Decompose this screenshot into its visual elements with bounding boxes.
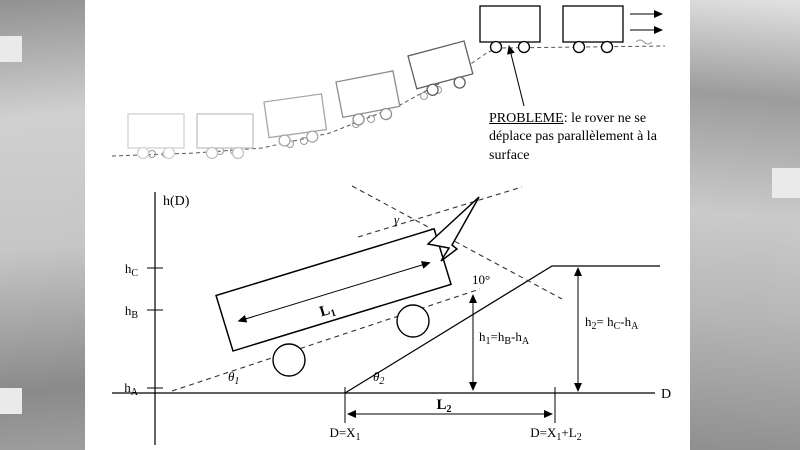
- terrain-sketch: [111, 5, 666, 160]
- L1-label: L1: [318, 301, 338, 323]
- h1-label: h1=hB-hA: [479, 329, 530, 347]
- rover-sketch-2: [196, 113, 254, 160]
- rover-wheel-front: [396, 304, 430, 338]
- direction-marker: [426, 196, 480, 262]
- x-axis-label: D: [661, 387, 671, 402]
- rover-sketch-5: [407, 40, 474, 96]
- rover-sketch-6: [479, 5, 541, 54]
- tick-label-hB: hB: [125, 303, 139, 321]
- rover-sketch-3: [263, 93, 328, 147]
- h2-label: h2= hC-hA: [585, 314, 639, 332]
- theta2-label: θ2: [373, 369, 384, 387]
- rover-sketch-4: [335, 70, 401, 126]
- ground-squiggle: [635, 39, 653, 45]
- backdrop-highlight: [772, 168, 800, 198]
- x1-label: D=X1: [329, 425, 360, 443]
- backdrop-left: [0, 0, 85, 450]
- y-axis-label: h(D): [163, 194, 190, 209]
- rover-sketch-1: [127, 113, 185, 160]
- backdrop-right: [690, 0, 800, 450]
- tick-label-hA: hA: [124, 380, 139, 398]
- problem-note-title: PROBLEME: [489, 111, 564, 126]
- x1l2-label: D=X1+L2: [530, 425, 581, 443]
- profile-diagram: h(D) D hC hB hA L1 θ1 θ2 γ 10° h1=hB-hA: [112, 185, 671, 445]
- ten-degree-label: 10°: [472, 272, 490, 287]
- construction-line-steep: [351, 185, 563, 300]
- rover-wheel-rear: [272, 343, 306, 377]
- tick-label-hC: hC: [125, 261, 139, 279]
- gamma-label: γ: [394, 212, 400, 227]
- backdrop-highlight: [0, 36, 22, 62]
- construction-line-axis: [357, 186, 523, 238]
- note-arrow: [507, 45, 525, 107]
- surface-profile: [344, 265, 660, 394]
- problem-note: PROBLEME: le rover ne se déplace pas par…: [489, 110, 695, 165]
- problem-note-line3: surface: [489, 147, 530, 163]
- L1-dimension-arrow: [237, 261, 431, 323]
- problem-note-line2: déplace pas parallèlement à la: [489, 129, 657, 145]
- problem-note-line1: PROBLEME: le rover ne se: [489, 111, 647, 126]
- theta1-label: θ1: [228, 369, 239, 387]
- L2-label: L2: [436, 397, 451, 415]
- rover-body: L1: [215, 227, 452, 352]
- rover-sketch-7: [562, 5, 624, 54]
- backdrop-highlight: [0, 388, 22, 414]
